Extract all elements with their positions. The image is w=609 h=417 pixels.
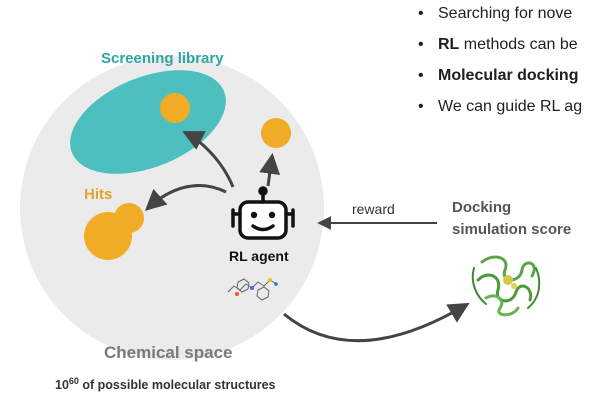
bullet-item: • Molecular docking [418,62,609,93]
docking-score-label: Docking simulation score [452,197,571,241]
arrow-to-candidate [259,152,281,187]
protein-icon [471,255,541,317]
bullet-item: • RL methods can be [418,31,609,62]
bullet-dot: • [418,67,424,84]
bullet-text: We can guide RL ag [438,98,583,115]
bullet-dot: • [418,5,424,22]
possible-exponent: 60 [68,376,79,386]
bullet-item: • Searching for nove [418,0,609,31]
bullet-bold: Molecular docking [438,67,579,84]
robot-icon [231,186,295,240]
rl-agent-label: RL agent [229,248,289,264]
arrow-to-docking [283,302,470,343]
bullet-bold: RL [438,36,460,53]
molecule-icon [227,278,278,301]
hit-small [114,203,144,233]
arrow-to-hits [144,184,227,211]
hit-in-library [160,93,190,123]
reward-label: reward [352,201,395,217]
possible-base: 10 [55,378,69,392]
bullet-text: Searching for nove [438,5,573,22]
bullet-item: • We can guide RL ag [418,93,609,124]
possible-rest: of possible molecular structures [78,378,276,392]
bullet-dot: • [418,98,424,115]
hit-candidate [261,118,291,148]
bullet-dot: • [418,36,424,53]
possible-structures-label: 1060 of possible molecular structures [55,376,276,392]
bullet-list: • Searching for nove • RL methods can be •… [418,0,609,124]
docking-label-line2: simulation score [452,221,572,238]
docking-label-line1: Docking [452,199,512,216]
arrow-to-library [182,131,235,188]
screening-library-label: Screening library [101,50,224,67]
bullet-text: methods can be [459,36,578,53]
hits-label: Hits [84,186,113,203]
chemical-space-label: Chemical space [104,343,233,362]
